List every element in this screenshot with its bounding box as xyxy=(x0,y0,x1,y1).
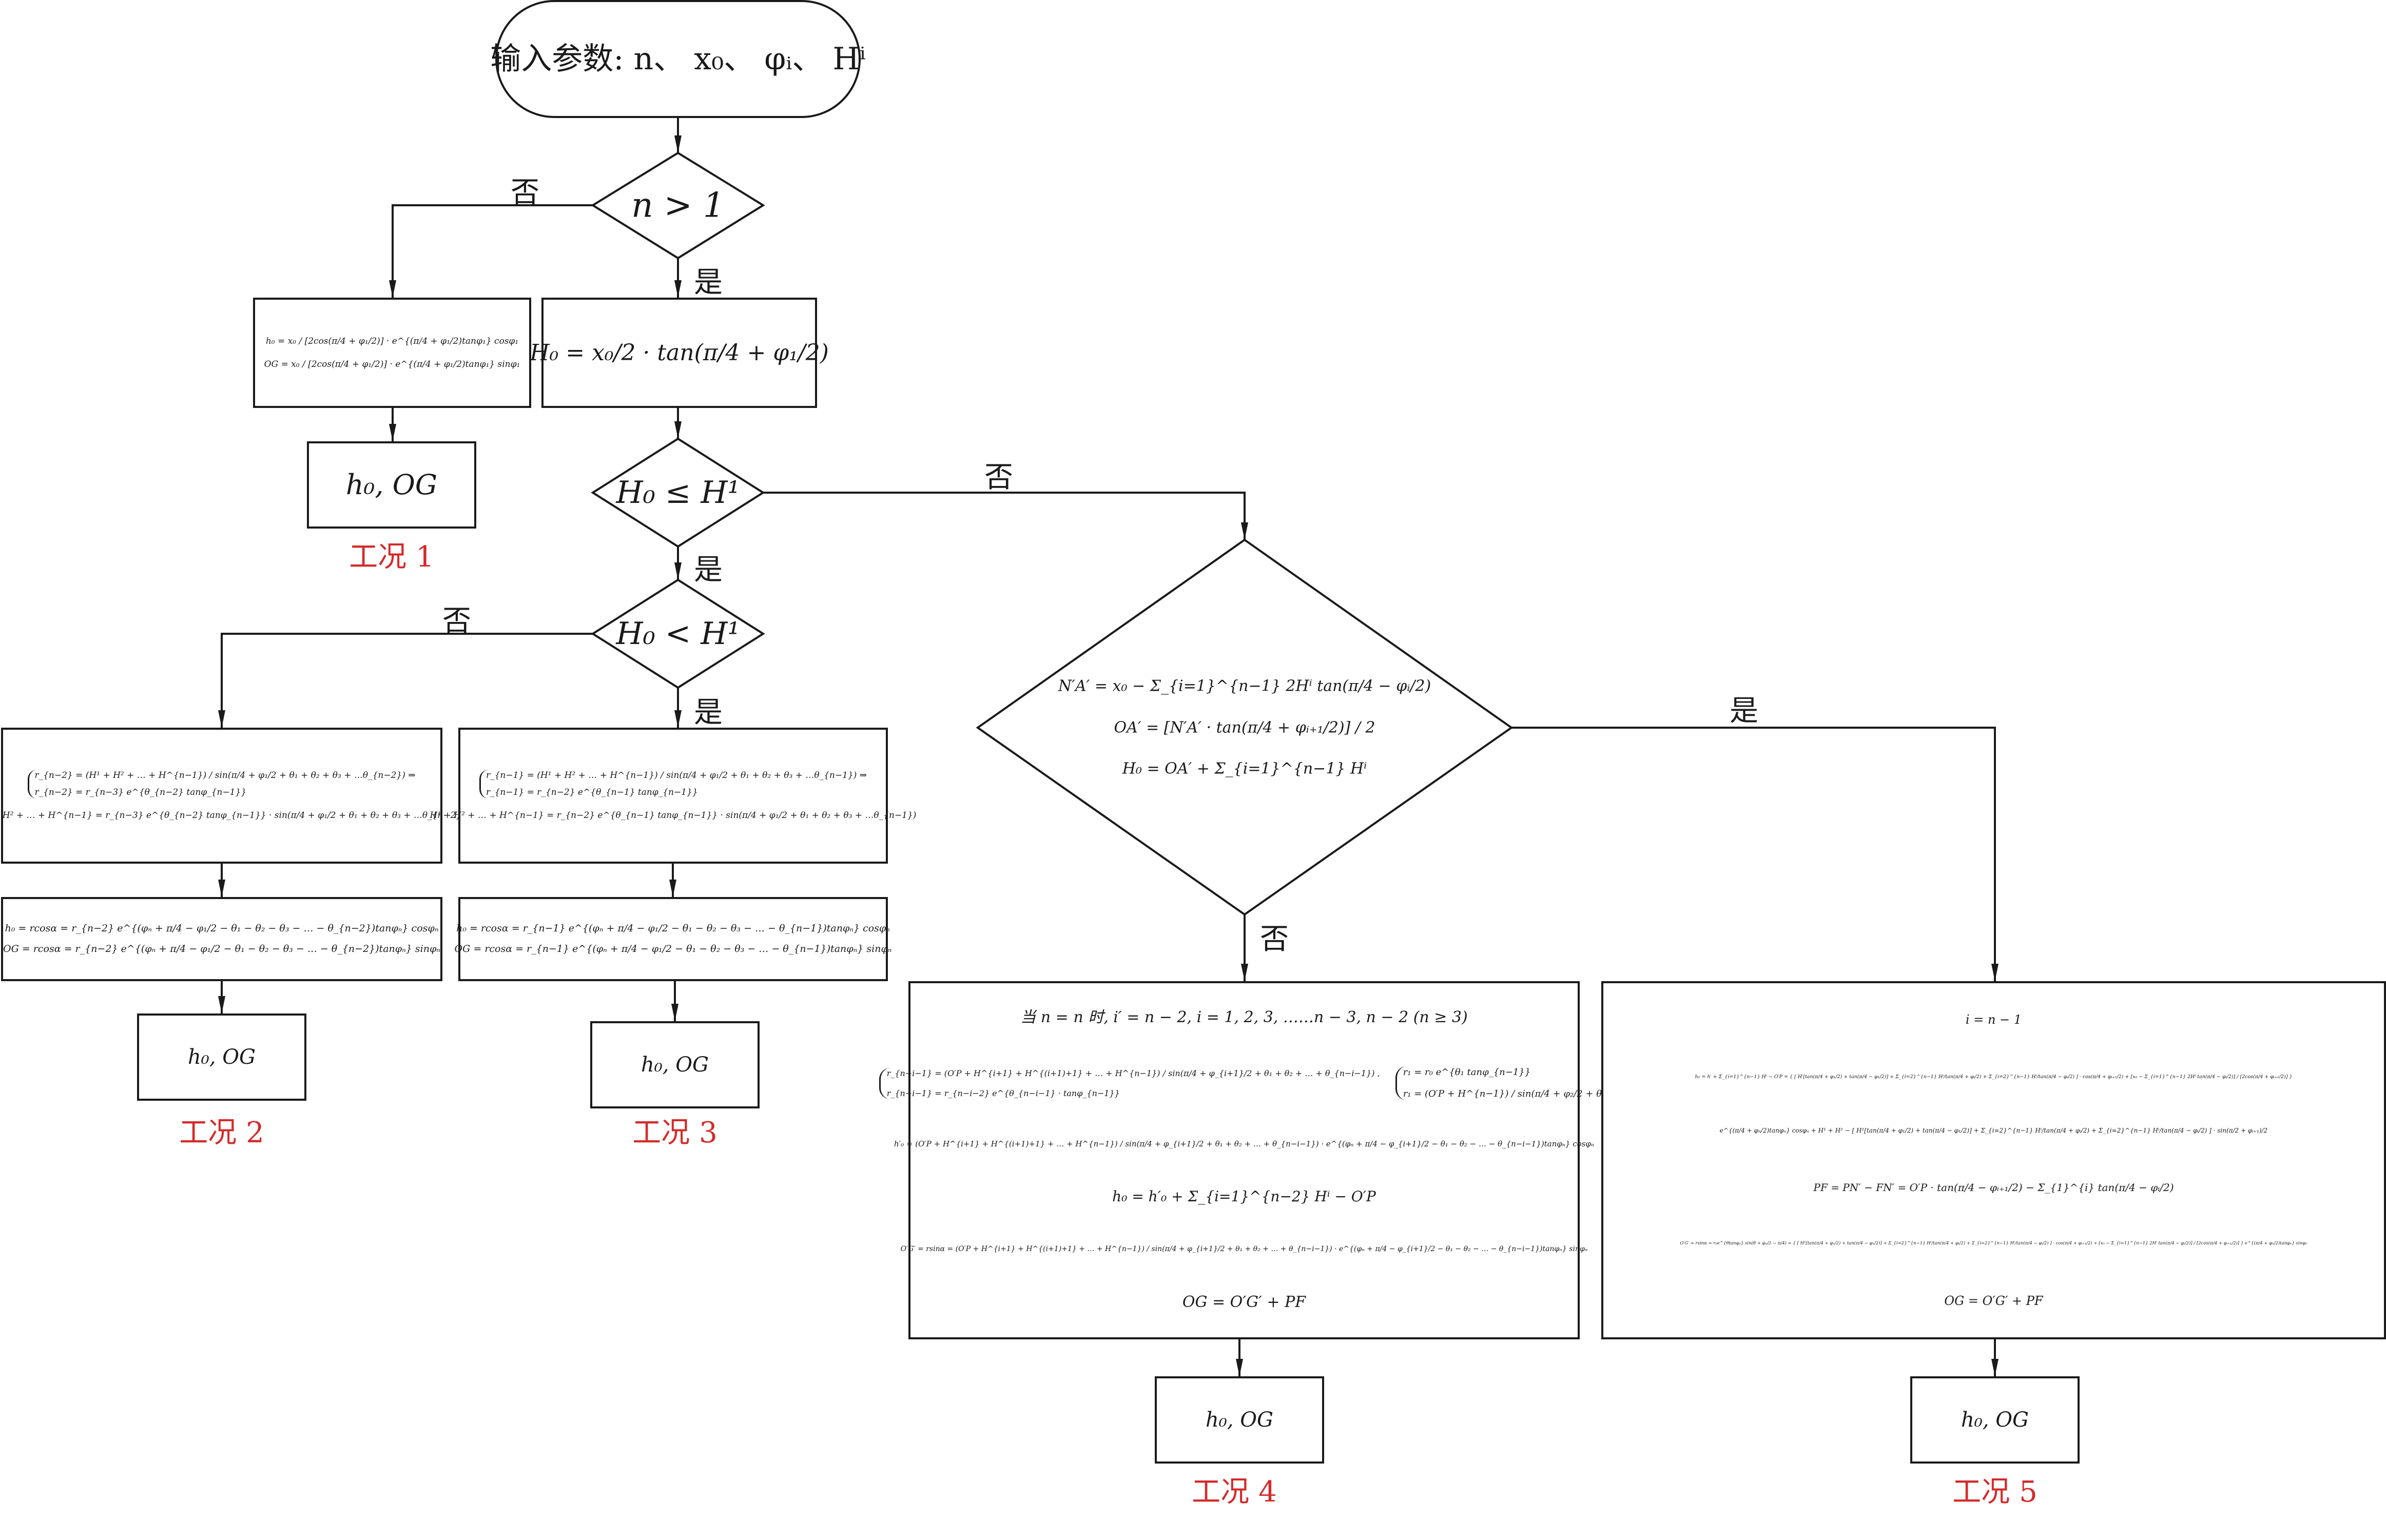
connector-d2-no xyxy=(763,492,1248,540)
case4-formula-h0-prime: h′₀ = (O′P + H^{i+1} + H^{(i+1)+1} + … +… xyxy=(894,1139,1594,1148)
connector-d4-yes xyxy=(1511,727,1999,981)
case1-formula-h0: h₀ = x₀ / [2cos(π/4 + φ₁/2)] · e^{(π/4 +… xyxy=(265,336,519,346)
case2-result: H¹ + H² + … + H^{n−1} = r_{n−3} e^{θ_{n−… xyxy=(0,810,465,821)
decision-h0-compute: N′A′ = x₀ − Σ_{i=1}^{n−1} 2Hⁱ tan(π/4 − … xyxy=(1058,676,1431,779)
branch-label-d3-no: 否 xyxy=(442,605,471,638)
case2-system-line-1: r_{n−2} = (H¹ + H² + … + H^{n−1}) / sin(… xyxy=(34,770,416,781)
case3-system-box: r_{n−1} = (H¹ + H² + … + H^{n−1}) / sin(… xyxy=(430,728,916,864)
h0-formula: H₀ = x₀/2 · tan(π/4 + φ₁/2) xyxy=(530,339,829,366)
case2-formula-og: OG = rcosα = r_{n−2} e^{(φₙ + π/4 − φ₁/2… xyxy=(3,943,440,954)
case4-formula-box: 当 n = n 时, i′ = n − 2, i = 1, 2, 3, ……n … xyxy=(879,981,1609,1339)
branch-label-d2-yes: 是 xyxy=(694,553,723,587)
case3-system-line-1: r_{n−1} = (H¹ + H² + … + H^{n−1}) / sin(… xyxy=(486,770,867,781)
decision-n-gt-1: n > 1 xyxy=(631,185,725,225)
case2-label: 工况 2 xyxy=(179,1116,264,1149)
case4-formula-og: OG = O′G′ + PF xyxy=(1182,1293,1306,1312)
case2-system-brace: r_{n−2} = (H¹ + H² + … + H^{n−1}) / sin(… xyxy=(28,770,416,798)
case4-formula-h0: h₀ = h′₀ + Σ_{i=1}^{n−2} Hⁱ − O′P xyxy=(1112,1188,1376,1205)
case3-result: H¹ + H² + … + H^{n−1} = r_{n−2} e^{θ_{n−… xyxy=(430,810,917,821)
case4-system-right-line-1: r₁ = r₀ e^{θ₁ tanφ_{n−1}} xyxy=(1403,1066,1531,1078)
case2-formula-box: h₀ = rcosα = r_{n−2} e^{(φₙ + π/4 − φ₁/2… xyxy=(1,897,442,981)
case4-output-box: h₀, OG xyxy=(1155,1376,1324,1464)
case3-formula-og: OG = rcosα = r_{n−1} e^{(φₙ + π/4 − φ₁/2… xyxy=(454,943,892,954)
case5-formula-h0: h₀ = h′ + Σ_{i=1}^{n−1} Hⁱ − O′P = { [ H… xyxy=(1695,1074,2293,1080)
case5-formula-h0-cont: e^{(π/4 + φₙ/2)tanφₙ} cosφₙ + H¹ + H² − … xyxy=(1719,1127,2268,1135)
decision-h0-lt-h1: H₀ < H¹ xyxy=(616,616,740,652)
formula-oa-prime: OA′ = [N′A′ · tan(π/4 + φᵢ₊₁/2)] / 2 xyxy=(1114,718,1375,736)
case5-formula-ogprime: O′G′ = rsinα = r₀e^{θtanφₙ} sin(θ + φₙ/2… xyxy=(1680,1240,2307,1246)
case5-output-text: h₀, OG xyxy=(1961,1408,2029,1432)
connector-d3-no xyxy=(218,633,593,728)
case4-system-left-line-1: r_{n−i−1} = (O′P + H^{i+1} + H^{(i+1)+1}… xyxy=(886,1068,1380,1078)
h0-formula-box: H₀ = x₀/2 · tan(π/4 + φ₁/2) xyxy=(530,298,829,408)
case2-output-box: h₀, OG xyxy=(137,1013,306,1101)
branch-label-d2-no: 否 xyxy=(984,461,1013,494)
case5-formula-box: i = n − 1 h₀ = h′ + Σ_{i=1}^{n−1} Hⁱ − O… xyxy=(1601,981,2386,1339)
case2-system-box: r_{n−2} = (H¹ + H² + … + H^{n−1}) / sin(… xyxy=(0,728,465,864)
case1-formula-box: h₀ = x₀ / [2cos(π/4 + φ₁/2)] · e^{(π/4 +… xyxy=(253,298,531,408)
case2-formula-h0: h₀ = rcosα = r_{n−2} e^{(φₙ + π/4 − φ₁/2… xyxy=(5,923,439,934)
connector-d1-no xyxy=(389,204,593,298)
branch-label-d3-yes: 是 xyxy=(694,696,723,729)
case5-formula-og: OG = O′G′ + PF xyxy=(1944,1293,2043,1308)
case5-output-box: h₀, OG xyxy=(1910,1376,2080,1464)
case4-system-right: r₁ = r₀ e^{θ₁ tanφ_{n−1}} r₁ = (O′P + H^… xyxy=(1395,1066,1609,1101)
case4-output-text: h₀, OG xyxy=(1206,1408,1273,1432)
case3-output-box: h₀, OG xyxy=(590,1021,760,1108)
branch-label-d4-yes: 是 xyxy=(1730,694,1758,728)
case4-system-left: r_{n−i−1} = (O′P + H^{i+1} + H^{(i+1)+1}… xyxy=(879,1067,1380,1099)
case3-system-line-2: r_{n−1} = r_{n−2} e^{θ_{n−1} tanφ_{n−1}} xyxy=(486,787,698,798)
case1-label: 工况 1 xyxy=(349,540,434,574)
start-terminal: 输入参数: n、 x₀、 φᵢ、 Hⁱ xyxy=(490,1,866,117)
branch-label-d1-yes: 是 xyxy=(694,266,723,299)
formula-na-prime: N′A′ = x₀ − Σ_{i=1}^{n−1} 2Hⁱ tan(π/4 − … xyxy=(1058,677,1431,695)
case1-output-box: h₀, OG xyxy=(307,441,476,529)
case2-output-text: h₀, OG xyxy=(188,1045,256,1069)
case4-label: 工况 4 xyxy=(1192,1475,1277,1509)
case3-label: 工况 3 xyxy=(632,1116,717,1149)
case3-formula-h0: h₀ = rcosα = r_{n−1} e^{(φₙ + π/4 − φ₁/2… xyxy=(456,923,890,934)
case4-system-left-line-2: r_{n−i−1} = r_{n−i−2} e^{θ_{n−i−1} · tan… xyxy=(886,1088,1120,1099)
formula-h0-sum: H₀ = OA′ + Σ_{i=1}^{n−1} Hⁱ xyxy=(1122,759,1367,778)
branch-label-d1-no: 否 xyxy=(511,176,539,209)
case4-system-right-line-2: r₁ = (O′P + H^{n−1}) / sin(π/4 + φ₂/2 + … xyxy=(1403,1088,1609,1100)
case3-formula-box: h₀ = rcosα = r_{n−1} e^{(φₙ + π/4 − φ₁/2… xyxy=(455,897,891,981)
case4-formula-ogprime: O′G′ = rsinα = (O′P + H^{i+1} + H^{(i+1)… xyxy=(900,1245,1588,1254)
case5-label: 工况 5 xyxy=(1952,1475,2038,1509)
case3-system-brace: r_{n−1} = (H¹ + H² + … + H^{n−1}) / sin(… xyxy=(479,770,867,798)
branch-label-d4-no: 否 xyxy=(1260,923,1289,956)
case1-formula-og: OG = x₀ / [2cos(π/4 + φ₁/2)] · e^{(π/4 +… xyxy=(264,359,520,369)
case5-header: i = n − 1 xyxy=(1965,1012,2022,1027)
case5-formula-pf: PF = PN′ − FN′ = O′P · tan(π/4 − φᵢ₊₁/2)… xyxy=(1813,1181,2174,1194)
case4-header: 当 n = n 时, i′ = n − 2, i = 1, 2, 3, ……n … xyxy=(1020,1008,1468,1027)
case3-output-text: h₀, OG xyxy=(641,1053,709,1077)
case2-system-line-2: r_{n−2} = r_{n−3} e^{θ_{n−2} tanφ_{n−1}} xyxy=(34,787,247,798)
case4-systems: r_{n−i−1} = (O′P + H^{i+1} + H^{(i+1)+1}… xyxy=(879,1066,1609,1101)
start-text: 输入参数: n、 x₀、 φᵢ、 Hⁱ xyxy=(490,41,866,77)
decision-h0-le-h1: H₀ ≤ H¹ xyxy=(616,475,740,511)
case1-output-text: h₀, OG xyxy=(345,468,438,501)
